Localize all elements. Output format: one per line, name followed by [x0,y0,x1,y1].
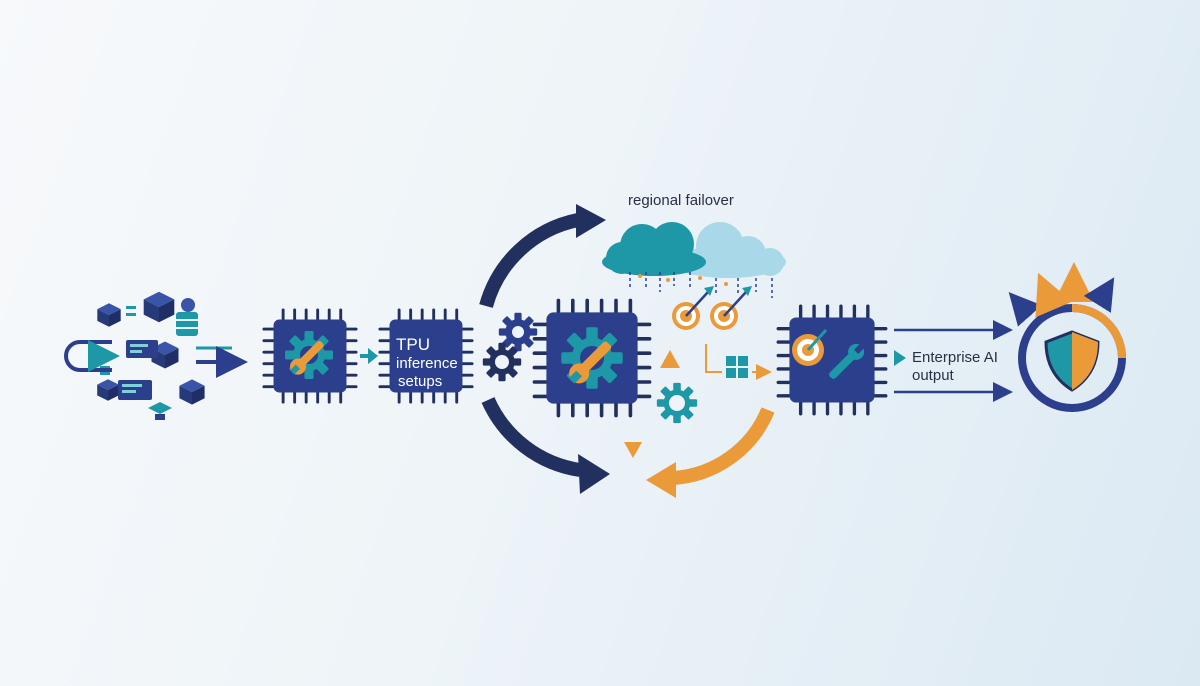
output-label-line1: Enterprise AI [912,349,998,366]
cycle-arrow-orange [671,407,775,485]
output-ray [1035,272,1073,318]
shield-icon [1018,304,1126,412]
chip-gear-wrench-icon [532,298,652,418]
triangle-marker [624,442,642,458]
output-label-line2: output [912,367,955,384]
flow-arrow-2 [368,348,378,364]
cycle-arrow-bottom [481,397,582,477]
database-cubes-icon [97,291,205,420]
tpu-label-line1: TPU [396,335,430,354]
cycle-arrow-top [479,213,580,308]
loop-back-arrow [64,340,112,372]
output-ray [1008,292,1042,327]
target-icon [710,286,752,330]
chip-gear-wrench-icon [262,308,358,404]
data-sources-cluster [64,291,248,420]
cloud-icon [602,222,706,276]
triangle-marker [660,350,680,368]
flow-arrow-3 [894,350,906,366]
tpu-label-line3: setups [398,373,442,390]
tpu-label-line2: inference [396,355,458,372]
chip-target-wrench-icon [776,304,888,416]
cloud-icon [670,222,786,278]
target-icon [672,286,714,330]
grid-icon [726,356,748,378]
failover-signals [629,272,773,298]
regional-failover-label: regional failover [628,192,734,209]
output-ray [1083,277,1115,313]
